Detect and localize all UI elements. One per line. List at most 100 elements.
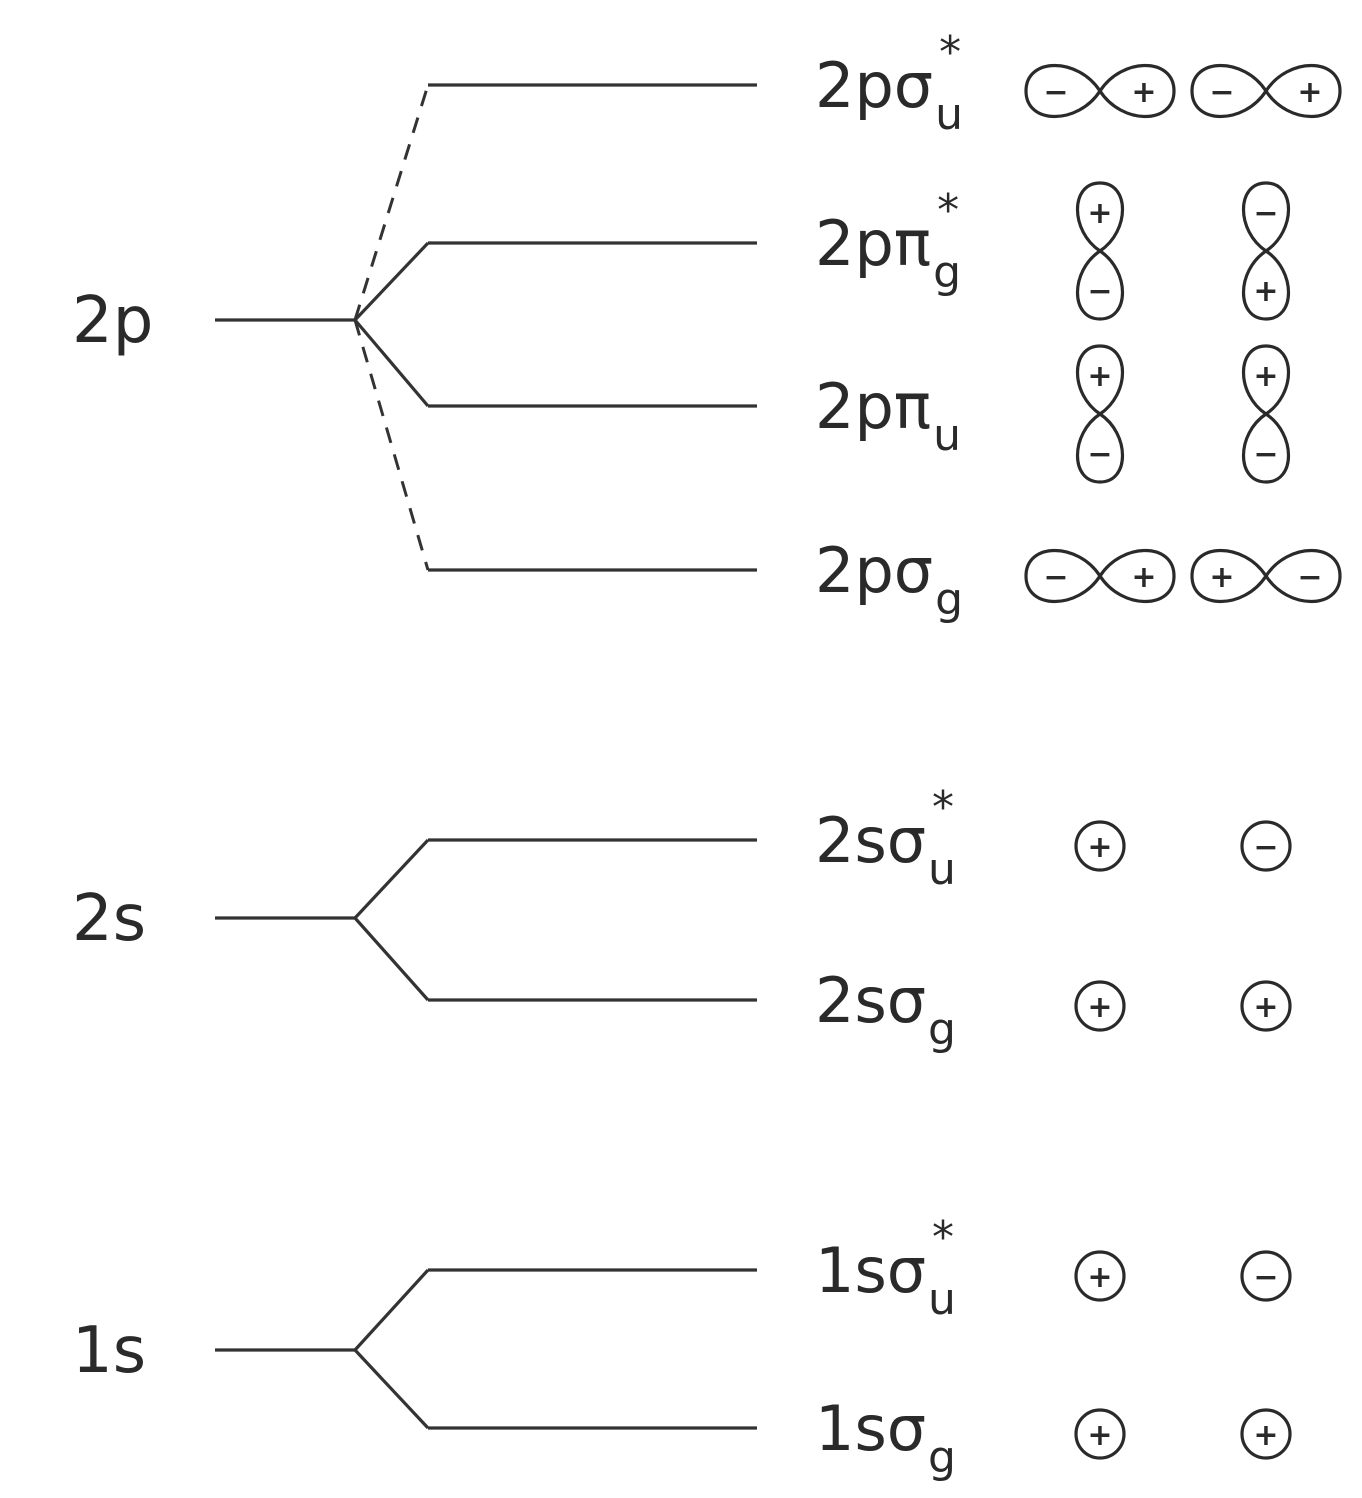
mo-label-subscript: u <box>928 1274 956 1325</box>
level-connector <box>353 84 430 321</box>
phase-sign: + <box>1087 359 1112 394</box>
phase-sign: + <box>1087 830 1112 865</box>
mo-label-superscript: * <box>932 782 954 833</box>
s-orbital-circle <box>1074 1250 1126 1302</box>
s-orbital-circle <box>1074 1408 1126 1460</box>
p-orbital-lobes <box>1076 181 1124 321</box>
orbital-p-vertical-icon: −+ <box>1242 181 1290 321</box>
phase-sign: + <box>1253 274 1278 309</box>
atomic-level-label: 1s <box>72 1314 146 1388</box>
level-connectors <box>353 84 430 1430</box>
mo-label-subscript: g <box>935 574 963 625</box>
level-connector <box>353 241 430 322</box>
orbital-s-icon: − <box>1240 1250 1292 1302</box>
mo-label-base: 2pπ <box>815 207 931 280</box>
level-connector <box>353 838 430 920</box>
s-orbital-circle <box>1240 1250 1292 1302</box>
orbital-p-horizontal-icon: +− <box>1190 548 1342 604</box>
phase-sign: − <box>1087 274 1112 309</box>
phase-sign: + <box>1131 560 1156 595</box>
s-orbital-circle <box>1240 820 1292 872</box>
phase-sign: + <box>1087 196 1112 231</box>
phase-sign: + <box>1209 560 1234 595</box>
mo-label-superscript: * <box>937 185 959 236</box>
mo-label-base: 2pπ <box>815 370 931 443</box>
level-connector <box>353 1348 430 1430</box>
p-orbital-lobes <box>1242 181 1290 321</box>
phase-sign: − <box>1253 196 1278 231</box>
phase-sign: − <box>1253 830 1278 865</box>
s-orbital-circle <box>1074 820 1126 872</box>
p-orbital-lobes <box>1076 344 1124 484</box>
level-connector <box>353 916 430 1002</box>
s-orbital-circle <box>1074 980 1126 1032</box>
p-orbital-lobes <box>1024 63 1176 119</box>
p-orbital-lobes <box>1190 63 1342 119</box>
mo-label-superscript: * <box>939 27 961 78</box>
phase-sign: − <box>1043 560 1068 595</box>
mo-label-subscript: g <box>928 1004 956 1055</box>
orbital-p-horizontal-icon: −+ <box>1024 63 1176 119</box>
p-orbital-lobes <box>1242 344 1290 484</box>
phase-sign: − <box>1253 437 1278 472</box>
phase-sign: − <box>1297 560 1322 595</box>
phase-sign: + <box>1087 990 1112 1025</box>
mo-label-subscript: u <box>933 410 961 461</box>
orbital-s-icon: + <box>1074 820 1126 872</box>
phase-sign: + <box>1297 75 1322 110</box>
mo-label-subscript: u <box>935 89 963 140</box>
phase-sign: − <box>1253 1260 1278 1295</box>
mo-label-superscript: * <box>932 1212 954 1263</box>
orbital-p-vertical-icon: +− <box>1076 181 1124 321</box>
s-orbital-circle <box>1240 1408 1292 1460</box>
p-orbital-lobes <box>1190 548 1342 604</box>
mo-label-base: 2pσ <box>815 49 933 122</box>
mo-label-base: 2sσ <box>815 964 926 1037</box>
orbital-s-icon: + <box>1074 1408 1126 1460</box>
orbital-s-icon: + <box>1240 1408 1292 1460</box>
orbital-p-vertical-icon: +− <box>1242 344 1290 484</box>
atomic-level-label: 2p <box>72 284 153 358</box>
phase-sign: − <box>1043 75 1068 110</box>
phase-sign: + <box>1087 1260 1112 1295</box>
orbital-s-icon: + <box>1074 980 1126 1032</box>
orbital-p-horizontal-icon: −+ <box>1024 548 1176 604</box>
phase-sign: + <box>1087 1418 1112 1453</box>
mo-label-base: 1sσ <box>815 1234 926 1307</box>
level-connector <box>353 319 430 571</box>
orbital-p-vertical-icon: +− <box>1076 344 1124 484</box>
level-connector <box>353 318 430 408</box>
orbital-s-icon: + <box>1240 980 1292 1032</box>
orbital-sketches: −+−++−−++−+−−++−+−+++−++ <box>1024 63 1342 1460</box>
atomic-levels: 2p 2s 1s <box>72 284 355 1388</box>
phase-sign: + <box>1253 359 1278 394</box>
mo-label-base: 2sσ <box>815 804 926 877</box>
mo-label-subscript: u <box>928 844 956 895</box>
phase-sign: + <box>1253 1418 1278 1453</box>
orbital-s-icon: + <box>1074 1250 1126 1302</box>
level-connector <box>353 1268 430 1352</box>
mo-label-base: 1sσ <box>815 1392 926 1465</box>
mo-label-subscript: g <box>933 247 961 298</box>
phase-sign: − <box>1209 75 1234 110</box>
s-orbital-circle <box>1240 980 1292 1032</box>
phase-sign: + <box>1131 75 1156 110</box>
mo-label-subscript: g <box>928 1432 956 1483</box>
orbital-p-horizontal-icon: −+ <box>1190 63 1342 119</box>
orbital-s-icon: − <box>1240 820 1292 872</box>
mo-label-base: 2pσ <box>815 534 933 607</box>
phase-sign: − <box>1087 437 1112 472</box>
phase-sign: + <box>1253 990 1278 1025</box>
p-orbital-lobes <box>1024 548 1176 604</box>
atomic-level-label: 2s <box>72 882 146 956</box>
